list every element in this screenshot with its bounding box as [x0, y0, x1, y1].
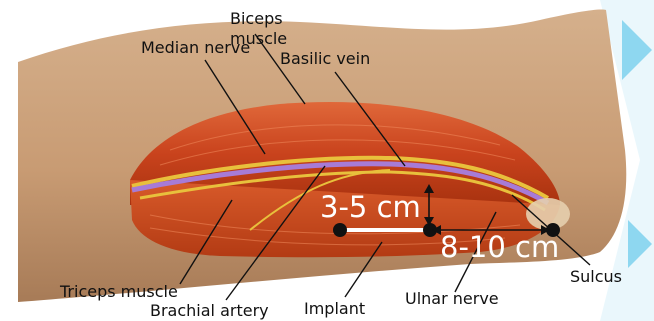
measurement-distance: 8-10 cm [440, 230, 559, 264]
implant-end-dot [333, 223, 347, 237]
measurement-depth: 3-5 cm [320, 190, 421, 224]
label-basilic-vein: Basilic vein [280, 49, 370, 68]
label-median-nerve: Median nerve [141, 38, 250, 57]
label-biceps-line1: Biceps [230, 9, 283, 28]
label-implant: Implant [304, 299, 365, 318]
label-ulnar-nerve: Ulnar nerve [405, 289, 499, 308]
label-brachial-artery: Brachial artery [150, 301, 269, 320]
label-triceps-muscle: Triceps muscle [59, 282, 178, 301]
label-sulcus: Sulcus [570, 267, 622, 286]
